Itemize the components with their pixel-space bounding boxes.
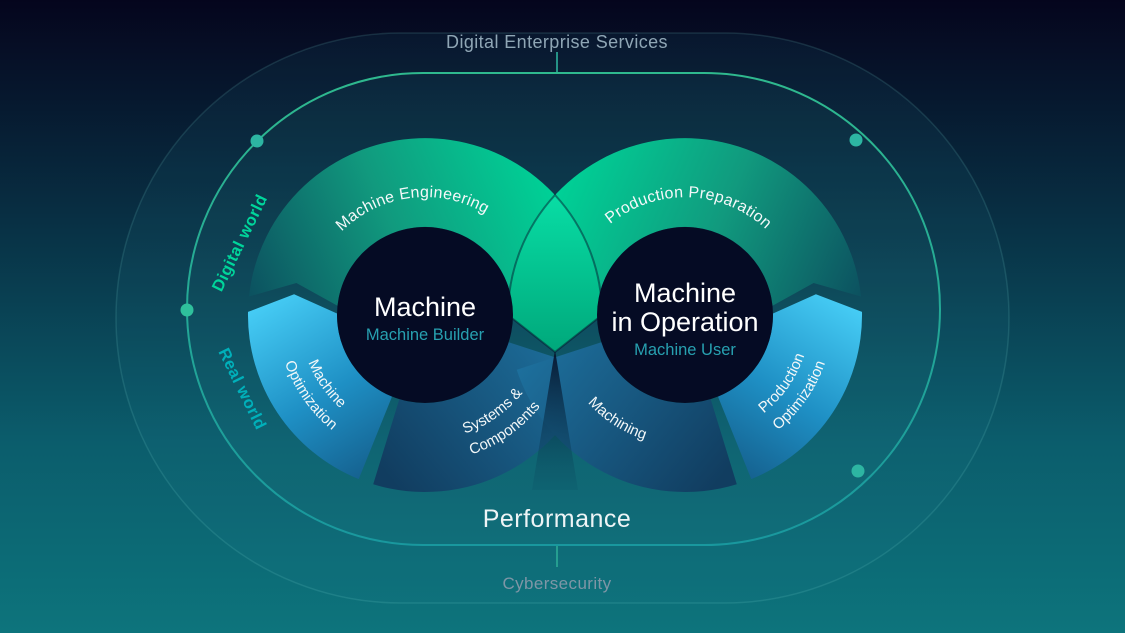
segment-machine-engineering bbox=[249, 138, 600, 306]
segment-machine-optimization bbox=[247, 294, 392, 480]
node-dot-left-middle bbox=[180, 303, 194, 317]
node-dot-bottom-right bbox=[851, 464, 865, 478]
right-hub-title-line2: in Operation bbox=[611, 307, 758, 337]
left-hub-title: Machine bbox=[374, 292, 476, 322]
segment-production-optimization bbox=[718, 294, 863, 480]
cybersecurity-label: Cybersecurity bbox=[502, 574, 611, 593]
right-hub-title-line1: Machine bbox=[634, 278, 736, 308]
node-dot-top-left bbox=[250, 134, 264, 148]
center-overlap-lens bbox=[506, 193, 604, 354]
center-bottom-channel bbox=[532, 350, 578, 490]
left-hub-subtitle: Machine Builder bbox=[366, 326, 485, 344]
right-hub-subtitle: Machine User bbox=[634, 341, 736, 359]
segment-machining bbox=[516, 342, 737, 493]
performance-label: Performance bbox=[483, 505, 632, 533]
node-dot-top-right bbox=[849, 133, 863, 147]
left-hub-circle bbox=[337, 227, 513, 403]
segment-production-preparation bbox=[510, 138, 861, 306]
digital-enterprise-services-label: Digital Enterprise Services bbox=[446, 32, 668, 52]
right-hub-circle bbox=[597, 227, 773, 403]
